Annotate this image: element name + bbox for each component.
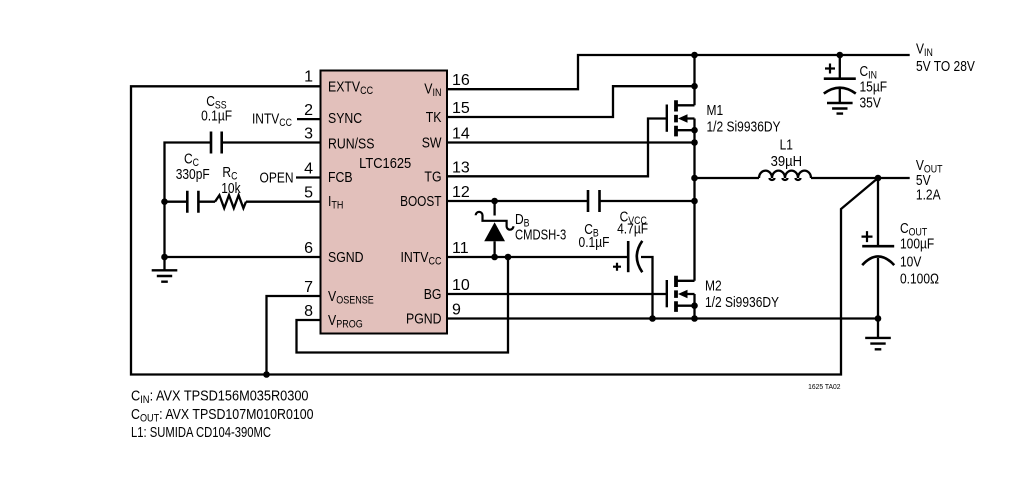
svg-text:SGND: SGND	[328, 249, 364, 265]
svg-text:1: 1	[304, 69, 313, 86]
svg-text:10: 10	[452, 277, 470, 294]
svg-text:15µF: 15µF	[860, 78, 888, 95]
svg-text:5V: 5V	[916, 172, 931, 189]
svg-text:10k: 10k	[221, 180, 241, 197]
svg-text:SW: SW	[422, 135, 442, 151]
svg-text:2: 2	[304, 102, 313, 119]
svg-text:LTC1625: LTC1625	[359, 154, 411, 171]
svg-text:BOOST: BOOST	[400, 193, 441, 210]
svg-text:9: 9	[452, 302, 461, 319]
svg-text:BG: BG	[424, 286, 442, 302]
svg-text:5V TO 28V: 5V TO 28V	[916, 58, 975, 75]
svg-text:SYNC: SYNC	[328, 110, 362, 126]
svg-text:M1: M1	[707, 102, 724, 119]
svg-text:M2: M2	[705, 277, 722, 294]
svg-text:CMDSH-3: CMDSH-3	[515, 226, 566, 243]
svg-text:4: 4	[304, 161, 313, 178]
svg-text:6: 6	[304, 240, 313, 257]
svg-text:5: 5	[304, 185, 313, 202]
svg-text:4.7µF: 4.7µF	[617, 220, 648, 237]
svg-text:1/2 Si9936DY: 1/2 Si9936DY	[707, 118, 781, 135]
svg-text:COUT: AVX TPSD107M010R0100: COUT: AVX TPSD107M010R0100	[131, 406, 314, 425]
svg-text:TK: TK	[426, 109, 442, 125]
svg-text:16: 16	[452, 72, 470, 89]
svg-text:39µH: 39µH	[771, 152, 802, 169]
svg-text:RUN/SS: RUN/SS	[328, 135, 374, 151]
svg-text:OPEN: OPEN	[260, 169, 294, 186]
svg-text:330pF: 330pF	[176, 166, 210, 183]
svg-text:1.2A: 1.2A	[916, 186, 942, 203]
svg-text:15: 15	[452, 100, 470, 117]
svg-text:10V: 10V	[900, 253, 921, 270]
svg-text:0.100Ω: 0.100Ω	[900, 270, 939, 287]
svg-text:100µF: 100µF	[900, 235, 934, 252]
svg-text:12: 12	[452, 184, 470, 201]
svg-text:11: 11	[452, 240, 469, 257]
svg-text:L1: L1	[780, 136, 793, 153]
svg-text:1/2 Si9936DY: 1/2 Si9936DY	[705, 294, 779, 311]
svg-text:FCB: FCB	[328, 169, 353, 185]
svg-text:PGND: PGND	[406, 311, 442, 327]
svg-text:7: 7	[304, 279, 313, 296]
svg-text:3: 3	[304, 126, 313, 143]
svg-text:8: 8	[304, 303, 313, 320]
svg-text:0.1µF: 0.1µF	[579, 234, 610, 251]
svg-text:CIN: AVX TPSD156M035R0300: CIN: AVX TPSD156M035R0300	[131, 386, 309, 406]
svg-text:L1: SUMIDA CD104-390MC: L1: SUMIDA CD104-390MC	[131, 423, 271, 440]
svg-text:14: 14	[452, 126, 470, 143]
svg-text:TG: TG	[424, 168, 441, 184]
svg-text:35V: 35V	[860, 94, 881, 111]
svg-text:0.1µF: 0.1µF	[201, 107, 232, 124]
svg-text:VIN: VIN	[424, 80, 441, 99]
svg-text:13: 13	[452, 159, 470, 176]
svg-text:1625 TA02: 1625 TA02	[808, 382, 840, 390]
